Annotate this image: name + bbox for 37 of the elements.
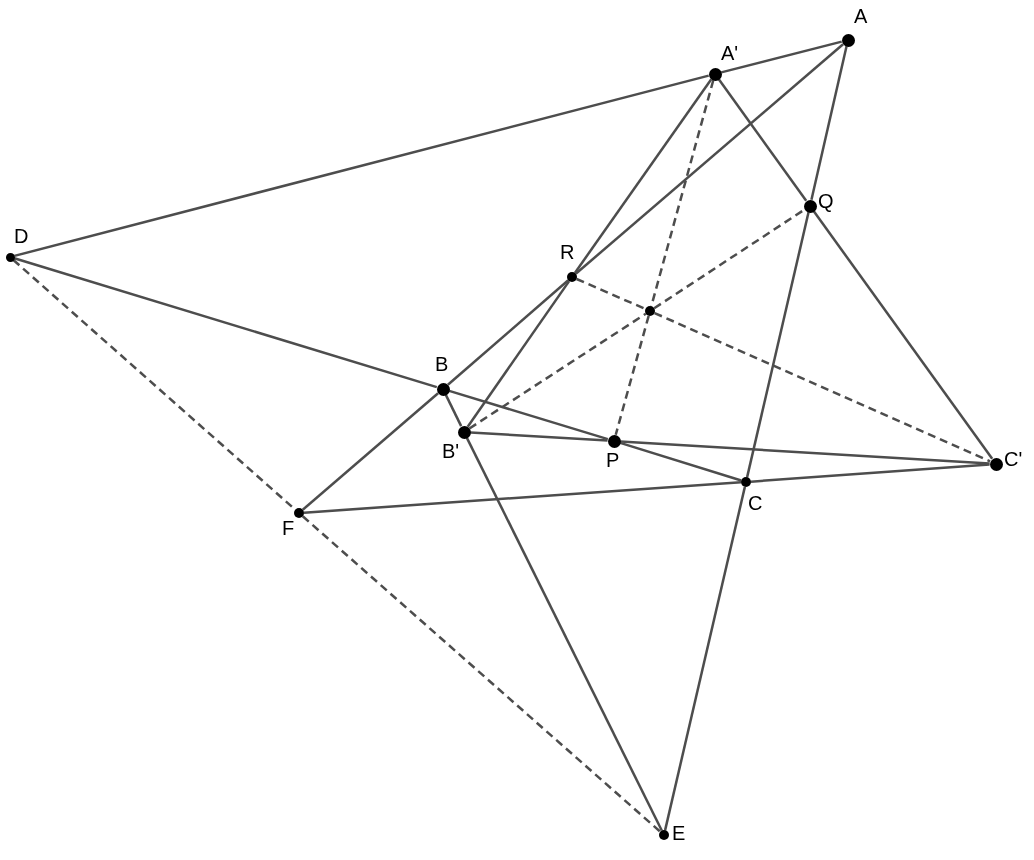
- line-segment: [444, 394, 463, 427]
- line-segment: [745, 212, 810, 478]
- line-segment: [717, 78, 808, 202]
- line-segment: [301, 392, 439, 511]
- point-label: C': [1004, 448, 1023, 470]
- line-segment: [470, 431, 608, 442]
- line-segment: [620, 440, 990, 465]
- line-segment: [447, 279, 570, 386]
- point-label: Q: [818, 190, 834, 212]
- dashed-line: [468, 312, 647, 430]
- line-segment: [574, 43, 844, 275]
- line-segment: [466, 280, 571, 428]
- line-segment: [13, 257, 438, 389]
- line-segment: [573, 78, 713, 274]
- dashed-line: [614, 315, 650, 436]
- line-segment: [14, 74, 710, 258]
- line-segment: [465, 437, 663, 832]
- point-label: A': [721, 42, 739, 64]
- line-segment: [448, 389, 609, 441]
- point-label: B: [435, 353, 449, 375]
- point-label: D: [14, 225, 29, 247]
- point-label: P: [606, 449, 620, 471]
- point-label: C: [748, 492, 763, 514]
- line-segment: [619, 441, 742, 482]
- line-segment: [810, 46, 848, 200]
- dashed-line: [301, 515, 662, 833]
- line-segment: [663, 486, 747, 831]
- line-segment: [721, 40, 842, 74]
- line-segment: [812, 210, 994, 460]
- line-segment: [750, 463, 990, 483]
- point-label: F: [282, 517, 295, 539]
- point-label: A: [854, 5, 868, 27]
- dashed-line: [654, 311, 991, 463]
- point-label: B': [442, 440, 460, 462]
- point-label: R: [560, 241, 575, 263]
- point-label: E: [672, 822, 686, 844]
- dashed-line: [576, 277, 646, 311]
